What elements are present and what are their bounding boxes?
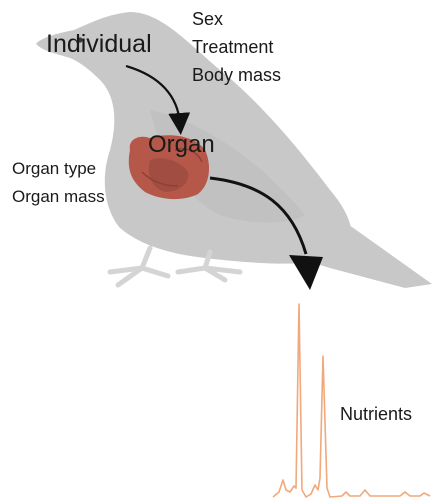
attribute-sex: Sex — [192, 9, 281, 30]
individual-attributes: Sex Treatment Body mass — [192, 9, 281, 93]
nutrients-label: Nutrients — [340, 405, 412, 423]
arrow-organ-to-nutrients-head — [289, 255, 323, 290]
organ-label: Organ — [148, 133, 215, 157]
organ-attributes: Organ type Organ mass — [12, 159, 105, 215]
chromatogram-trace-icon — [273, 304, 430, 497]
attribute-body-mass: Body mass — [192, 65, 281, 86]
attribute-organ-type: Organ type — [12, 159, 105, 179]
attribute-organ-mass: Organ mass — [12, 187, 105, 207]
individual-label: Individual — [46, 32, 152, 57]
attribute-treatment: Treatment — [192, 37, 281, 58]
